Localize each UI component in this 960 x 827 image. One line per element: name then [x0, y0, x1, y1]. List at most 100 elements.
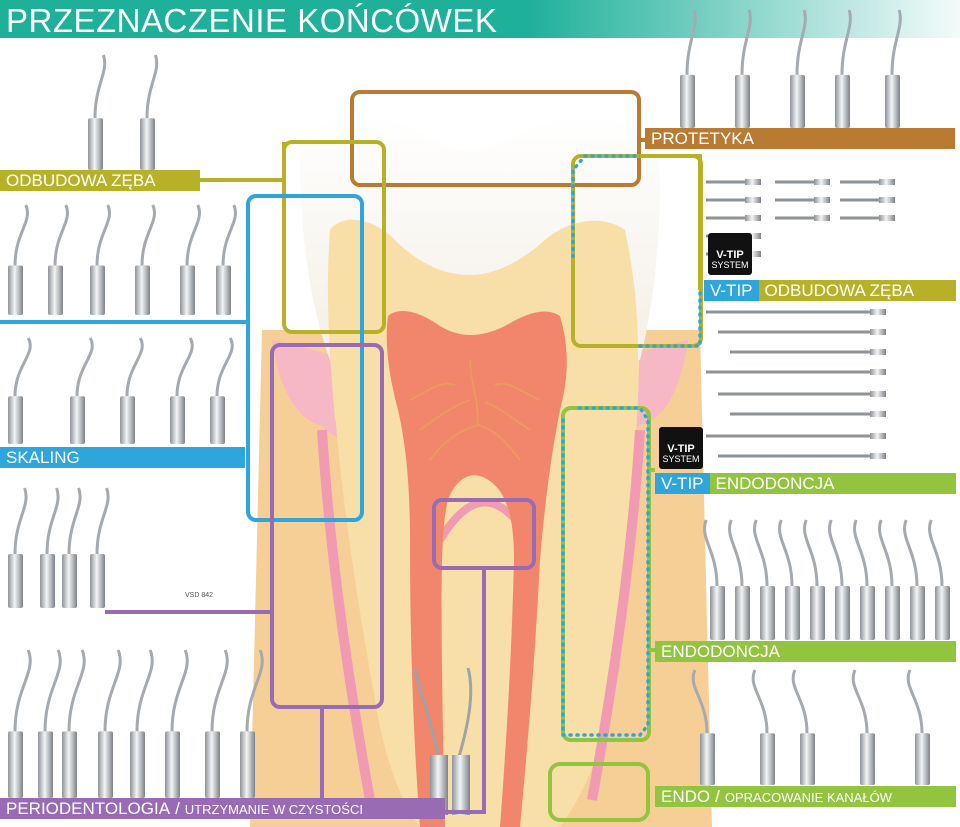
label-endo-canals: ENDO/ OPRACOWANIE KANAŁÓW — [655, 786, 956, 807]
insert-perio-a-14 — [40, 487, 60, 608]
insert-skaling-a-3 — [48, 204, 69, 315]
insert-code-label: VSD 842 — [185, 592, 214, 599]
vtip-endo-file-7 — [718, 453, 886, 459]
insert-skaling-b-11 — [170, 337, 194, 444]
skaling-box — [246, 194, 364, 522]
vtip-system-logo-2: V-TIP SYSTEM — [659, 427, 703, 469]
page-title: PRZEZNACZENIE KOŃCÓWEK — [6, 2, 498, 39]
periodontology-box — [270, 343, 384, 709]
insert-perio-b-22 — [165, 649, 189, 798]
label-endo-sep: / — [715, 787, 720, 806]
title-bar — [0, 0, 960, 38]
vtip-endo-file-1 — [718, 329, 886, 335]
insert-endodoncja-33 — [778, 519, 800, 640]
label-endodoncja-text: ENDODONCJA — [661, 642, 781, 661]
vtip-endo-file-5 — [730, 411, 886, 417]
insert-skaling-a-7 — [216, 204, 237, 315]
vtip-logo-1-line1: V-TIP — [716, 249, 744, 261]
insert-perio-b-17 — [8, 649, 32, 798]
label-periodontologia: PERIODENTOLOGIA/ UTRZYMANIE W CZYSTOŚCI — [0, 798, 445, 819]
vtip-endo-file-3 — [706, 369, 886, 375]
vtip-endo-file-4 — [718, 391, 886, 397]
insert-protetyka-27 — [790, 9, 807, 128]
vtip-bur-a-0 — [706, 179, 761, 185]
insert-protetyka-29 — [885, 9, 902, 128]
vtip-system-logo-1: V-TIP SYSTEM — [708, 233, 752, 275]
insert-perio-a-15 — [62, 487, 82, 608]
odbudowa-connector — [200, 142, 286, 182]
pulp — [386, 311, 567, 827]
vtip-logo-2-line1: V-TIP — [667, 443, 695, 455]
insert-endodoncja-36 — [853, 519, 875, 640]
insert-endo-40 — [691, 669, 715, 785]
insert-endodoncja-32 — [753, 519, 775, 640]
insert-skaling-b-9 — [70, 337, 94, 444]
insert-perio-a-16 — [90, 487, 110, 608]
apex-connector — [445, 568, 486, 814]
label-endodoncja-vtip-text: ENDODONCJA — [715, 474, 835, 493]
insert-perio-b-20 — [98, 649, 122, 798]
insert-skaling-b-8 — [8, 337, 32, 444]
insert-endo-42 — [791, 669, 815, 785]
odbudowa-box — [282, 140, 386, 334]
vtip-bur-a-1 — [706, 197, 761, 203]
label-periodontologia-sep: / — [175, 799, 180, 818]
vtip-endo-file-0 — [706, 309, 886, 315]
vtip-tag-2: V-TIP — [655, 473, 710, 494]
label-skaling: SKALING — [0, 447, 245, 468]
vtip-logo-1-line2: SYSTEM — [711, 260, 749, 270]
label-protetyka-text: PROTETYKA — [651, 129, 754, 148]
insert-endodoncja-38 — [903, 519, 925, 640]
insert-perio-b-21 — [130, 649, 154, 798]
insert-skaling-a-6 — [180, 204, 201, 315]
label-periodontologia-sub: UTRZYMANIE W CZYSTOŚCI — [184, 802, 363, 817]
insert-odbudowa-1 — [140, 54, 159, 170]
label-endodoncja: ENDODONCJA — [655, 641, 956, 662]
nerve-branches — [409, 359, 541, 461]
label-endo-sub: OPRACOWANIE KANAŁÓW — [724, 790, 892, 805]
vtip-bur-c-0 — [840, 179, 895, 185]
endo-dotted-connector — [561, 406, 650, 737]
vtip-bur-b-0 — [775, 179, 830, 185]
insert-odbudowa-0 — [88, 54, 107, 170]
vtip-endo-file-6 — [706, 433, 886, 439]
insert-perio-a-13 — [8, 487, 28, 608]
label-periodontologia-text: PERIODENTOLOGIA — [6, 799, 171, 818]
label-protetyka: PROTETYKA — [645, 128, 955, 149]
insert-perio-b-19 — [62, 649, 86, 798]
vtip-bur-b-2 — [775, 215, 830, 221]
label-odbudowa-left: ODBUDOWA ZĘBA — [0, 170, 200, 191]
vtip-bur-a-2 — [706, 215, 761, 221]
insert-endo-41 — [751, 669, 775, 785]
insert-protetyka-26 — [735, 9, 752, 128]
label-odbudowa-left-text: ODBUDOWA ZĘBA — [6, 171, 156, 190]
insert-endodoncja-34 — [803, 519, 825, 640]
insert-perio-b-24 — [240, 649, 264, 798]
instrument-set — [8, 9, 950, 798]
insert-skaling-b-10 — [120, 337, 144, 444]
insert-endo-44 — [906, 669, 930, 785]
vtip-logo-2-line2: SYSTEM — [662, 454, 700, 464]
periodontal-ligament-left — [317, 429, 375, 801]
label-endo-text: ENDO — [661, 787, 711, 806]
vtip-bur-b-1 — [775, 197, 830, 203]
insert-skaling-a-5 — [135, 204, 156, 315]
label-vtip-endodoncja: V-TIP ENDODONCJA — [655, 473, 956, 494]
vtip-bur-c-1 — [840, 197, 895, 203]
vtip-endo-file-2 — [730, 349, 886, 355]
insert-skaling-b-12 — [210, 337, 234, 444]
insert-protetyka-28 — [835, 9, 852, 128]
label-skaling-text: SKALING — [6, 448, 80, 467]
periodontal-ligament-right — [587, 429, 645, 801]
insert-perio-b-23 — [205, 649, 229, 798]
insert-endodoncja-39 — [928, 519, 950, 640]
vtip-bur-c-2 — [840, 215, 895, 221]
insert-endodoncja-31 — [728, 519, 750, 640]
vtip-tag-1: V-TIP — [704, 280, 759, 301]
endo-canal-box — [548, 762, 650, 822]
insert-endodoncja-37 — [878, 519, 900, 640]
insert-skaling-a-4 — [90, 204, 111, 315]
